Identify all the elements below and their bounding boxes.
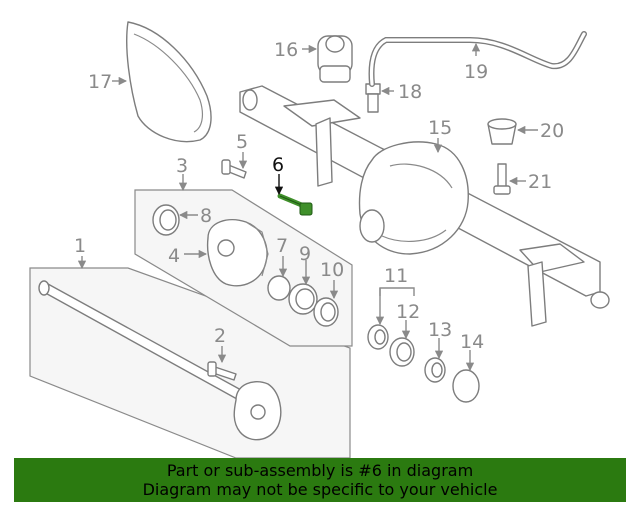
axle-shaft [38,280,282,441]
shim-13 [424,357,446,383]
callout-13: 13 [428,319,452,341]
fill-plug [487,118,517,145]
callout-12: 12 [396,301,420,323]
leader-lines [77,42,538,372]
bearing-11 [367,324,389,350]
callout-8: 8 [200,205,212,227]
bearing-9 [288,283,318,315]
wheel-stud [207,361,237,381]
differential-cover [126,21,212,143]
callout-3: 3 [176,155,188,177]
callout-10: 10 [320,259,344,281]
callout-16: 16 [274,39,298,61]
info-banner: Part or sub-assembly is #6 in diagram Di… [14,458,626,502]
callout-5: 5 [236,131,248,153]
axle-housing [239,85,610,327]
callout-21: 21 [528,171,552,193]
callout-19: 19 [464,61,488,83]
banner-line-1: Part or sub-assembly is #6 in diagram [166,461,474,480]
seal-8 [152,204,180,236]
bolt-6-highlighted [277,193,313,216]
bearing-12 [389,337,415,367]
callout-9: 9 [299,243,311,265]
callout-4: 4 [168,245,180,267]
parts-diagram: 1 2 3 4 5 6 7 8 9 10 11 12 13 14 15 16 1… [29,21,610,458]
callout-2: 2 [214,325,226,347]
callout-17: 17 [88,71,112,93]
mount-bushing [317,35,353,83]
callout-6: 6 [272,154,284,176]
callout-1: 1 [74,235,86,257]
callout-15: 15 [428,117,452,139]
hub-carrier [206,219,269,287]
bolt-21 [493,163,511,195]
ring-7 [267,275,291,301]
bolt-5 [221,159,247,179]
callout-14: 14 [460,331,484,353]
callout-20: 20 [540,120,564,142]
callout-11: 11 [384,265,408,287]
callout-7: 7 [276,235,288,257]
banner-line-2: Diagram may not be specific to your vehi… [142,480,498,499]
vent-fitting [365,83,381,113]
callout-18: 18 [398,81,422,103]
seal-10 [313,297,339,327]
o-ring-14 [452,369,480,403]
